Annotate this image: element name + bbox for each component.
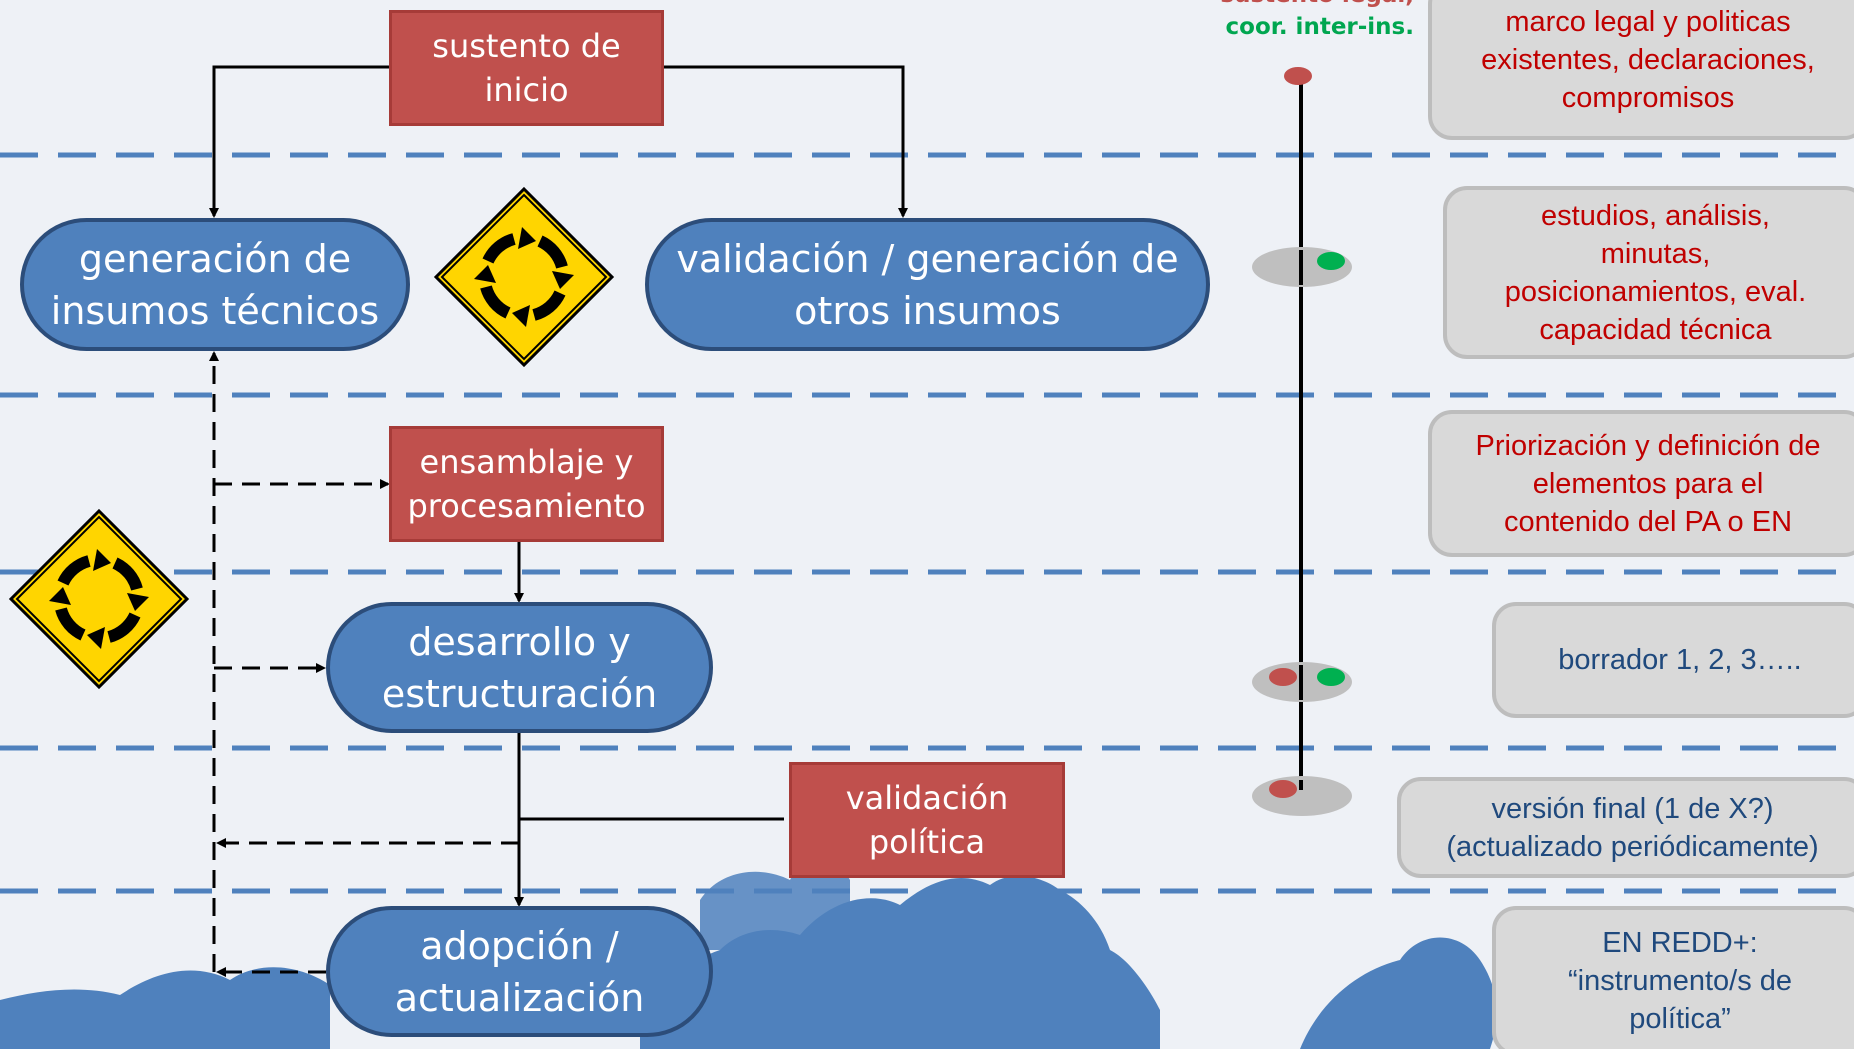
node-adopcion: adopción / actualización: [326, 906, 713, 1037]
signal-red-light: [1269, 668, 1297, 686]
note-label: marco legal y politicas existentes, decl…: [1481, 6, 1815, 114]
node-generacion-insumos: generación de insumos técnicos: [20, 218, 410, 351]
note-label: EN REDD+: “instrumento/s de política”: [1567, 927, 1793, 1035]
note-label: Priorización y definición de elementos p…: [1475, 429, 1821, 538]
node-label: desarrollo y estructuración: [381, 619, 658, 716]
node-desarrollo: desarrollo y estructuración: [326, 602, 713, 733]
node-validacion-otros-insumos: validación / generación de otros insumos: [645, 218, 1210, 351]
note-label: borrador 1, 2, 3…..: [1558, 644, 1802, 676]
node-validacion-politica: validación política: [789, 762, 1065, 878]
roundabout-sign-icon: [8, 508, 190, 690]
signal-timeline: [1252, 67, 1352, 816]
node-label: generación de insumos técnicos: [50, 236, 380, 333]
note-label: versión final (1 de X?) (actualizado per…: [1446, 792, 1819, 863]
solid-connectors: [209, 65, 908, 907]
signal-red-light: [1284, 67, 1312, 85]
note-label: estudios, análisis, minutas, posicionami…: [1504, 199, 1807, 346]
note-estudios: estudios, análisis, minutas, posicionami…: [1443, 186, 1854, 359]
signal-green-light: [1317, 252, 1345, 270]
legend-inter-institutional: coor. inter-ins.: [1225, 14, 1414, 40]
node-label: ensamblaje y procesamiento: [407, 443, 646, 525]
node-ensamblaje: ensamblaje y procesamiento: [389, 426, 664, 542]
note-en-redd: EN REDD+: “instrumento/s de política”: [1492, 906, 1854, 1049]
note-borrador: borrador 1, 2, 3…..: [1492, 602, 1854, 718]
stage-dividers: [0, 152, 1854, 894]
roundabout-sign-icon: [433, 186, 615, 368]
legend-legal-support: sustento legal,: [1200, 0, 1414, 8]
node-label: adopción / actualización: [394, 923, 645, 1020]
dashed-connectors: [209, 351, 519, 977]
node-label: validación política: [845, 779, 1009, 861]
node-label: sustento de inicio: [432, 27, 621, 109]
node-sustento-inicio: sustento de inicio: [389, 10, 664, 126]
node-label: validación / generación de otros insumos: [676, 236, 1179, 333]
signal-red-light: [1269, 780, 1297, 798]
signal-green-light: [1317, 668, 1345, 686]
note-version-final: versión final (1 de X?) (actualizado per…: [1397, 777, 1854, 878]
note-priorizacion: Priorización y definición de elementos p…: [1428, 410, 1854, 557]
note-marco-legal: marco legal y politicas existentes, decl…: [1428, 0, 1854, 140]
